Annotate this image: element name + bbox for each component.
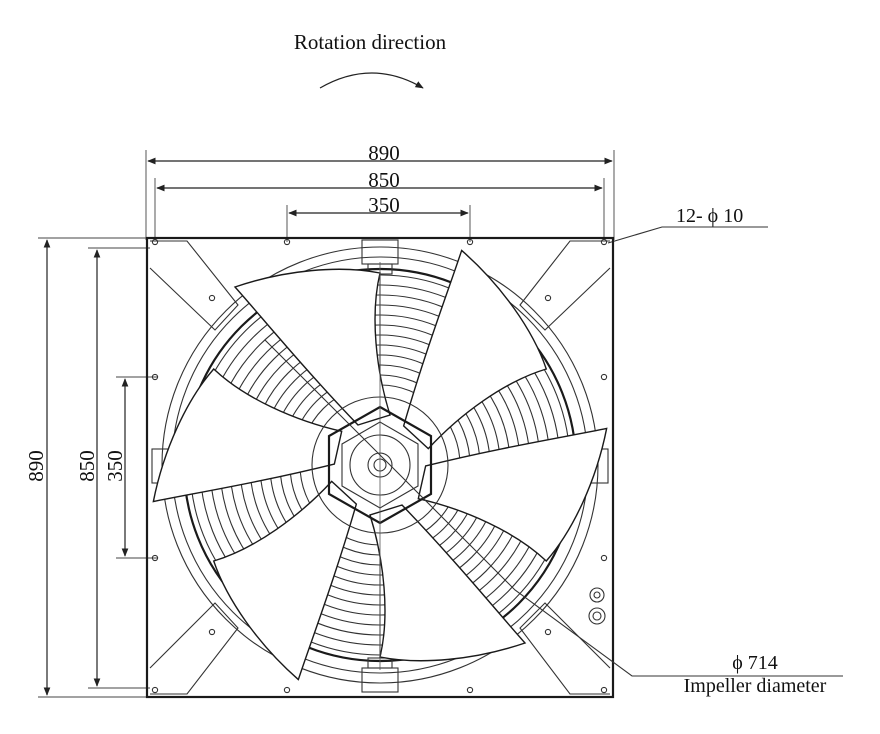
impeller-blade [152, 367, 343, 503]
impeller-diameter-label: Impeller diameter [684, 675, 827, 697]
dim-top-350: 350 [368, 193, 400, 217]
mounting-hole [283, 686, 291, 694]
dim-left-890: 890 [24, 450, 48, 482]
dim-top-890: 890 [368, 141, 400, 165]
mounting-hole [208, 628, 216, 636]
holes-leader-line [607, 226, 768, 244]
impeller-diameter-value: ϕ 714 [732, 652, 778, 674]
impeller-blade [417, 427, 608, 563]
impeller-blade [212, 480, 358, 681]
mounting-hole [600, 554, 608, 562]
corner-braces [149, 240, 611, 695]
impeller-blades [152, 249, 608, 681]
mounting-hole [151, 554, 159, 562]
mounting-hole [151, 373, 159, 381]
mounting-hole [600, 686, 608, 694]
mounting-hole [151, 238, 159, 246]
impeller-blade [402, 249, 548, 450]
dim-left-850: 850 [75, 450, 99, 482]
dim-top-850: 850 [368, 168, 400, 192]
impeller-blade [233, 268, 391, 426]
mounting-hole [151, 686, 159, 694]
mounting-hole [466, 238, 474, 246]
top-dimensions [145, 150, 615, 242]
mounting-hole [208, 294, 216, 302]
rotation-direction-label: Rotation direction [294, 30, 447, 54]
mounting-plate [145, 236, 615, 699]
impeller-leader-line [264, 339, 843, 677]
mounting-hole [466, 686, 474, 694]
mounting-hole [283, 238, 291, 246]
dim-left-350: 350 [103, 450, 127, 482]
left-dimensions [38, 237, 158, 698]
holes-callout-label: 12- ϕ 10 [676, 205, 743, 227]
mounting-holes [151, 238, 608, 694]
cable-glands [588, 587, 606, 625]
mounting-hole [600, 373, 608, 381]
mounting-hole [544, 294, 552, 302]
mounting-hole [600, 238, 608, 246]
mounting-hole [544, 628, 552, 636]
impeller-blade [369, 504, 527, 662]
rotation-arrow [319, 72, 424, 89]
